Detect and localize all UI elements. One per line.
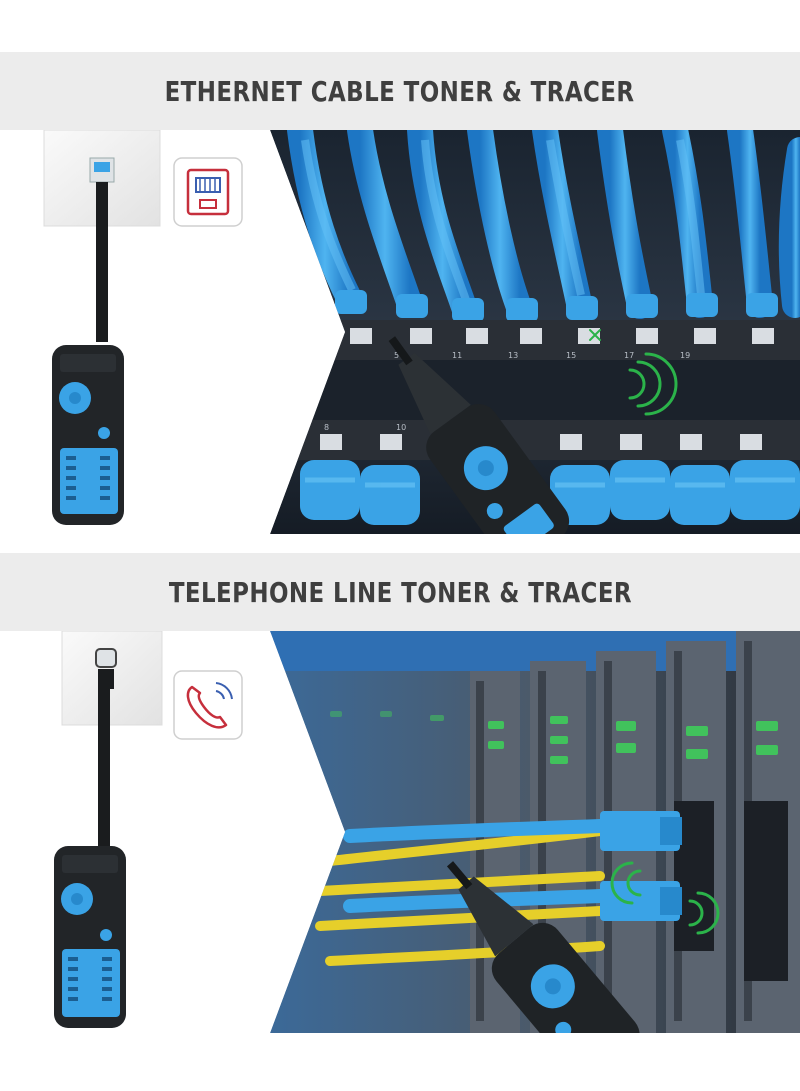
svg-text:15: 15 xyxy=(566,351,576,360)
svg-text:5: 5 xyxy=(394,351,399,360)
section-2-panel xyxy=(0,631,800,1033)
ethernet-jack-icon xyxy=(173,157,243,227)
section-1-title: ETHERNET CABLE TONER & TRACER xyxy=(165,74,635,108)
svg-text:13: 13 xyxy=(508,351,518,360)
svg-text:10: 10 xyxy=(396,423,406,432)
svg-text:11: 11 xyxy=(452,351,462,360)
telephone-scene-image xyxy=(54,631,800,1033)
section-2-title: TELEPHONE LINE TONER & TRACER xyxy=(168,575,632,609)
svg-text:17: 17 xyxy=(624,351,634,360)
svg-text:8: 8 xyxy=(324,423,329,432)
section-2-banner: TELEPHONE LINE TONER & TRACER xyxy=(0,553,800,631)
svg-text:19: 19 xyxy=(680,351,690,360)
telephone-handset-icon xyxy=(173,670,243,740)
section-1-banner: ETHERNET CABLE TONER & TRACER xyxy=(0,52,800,130)
